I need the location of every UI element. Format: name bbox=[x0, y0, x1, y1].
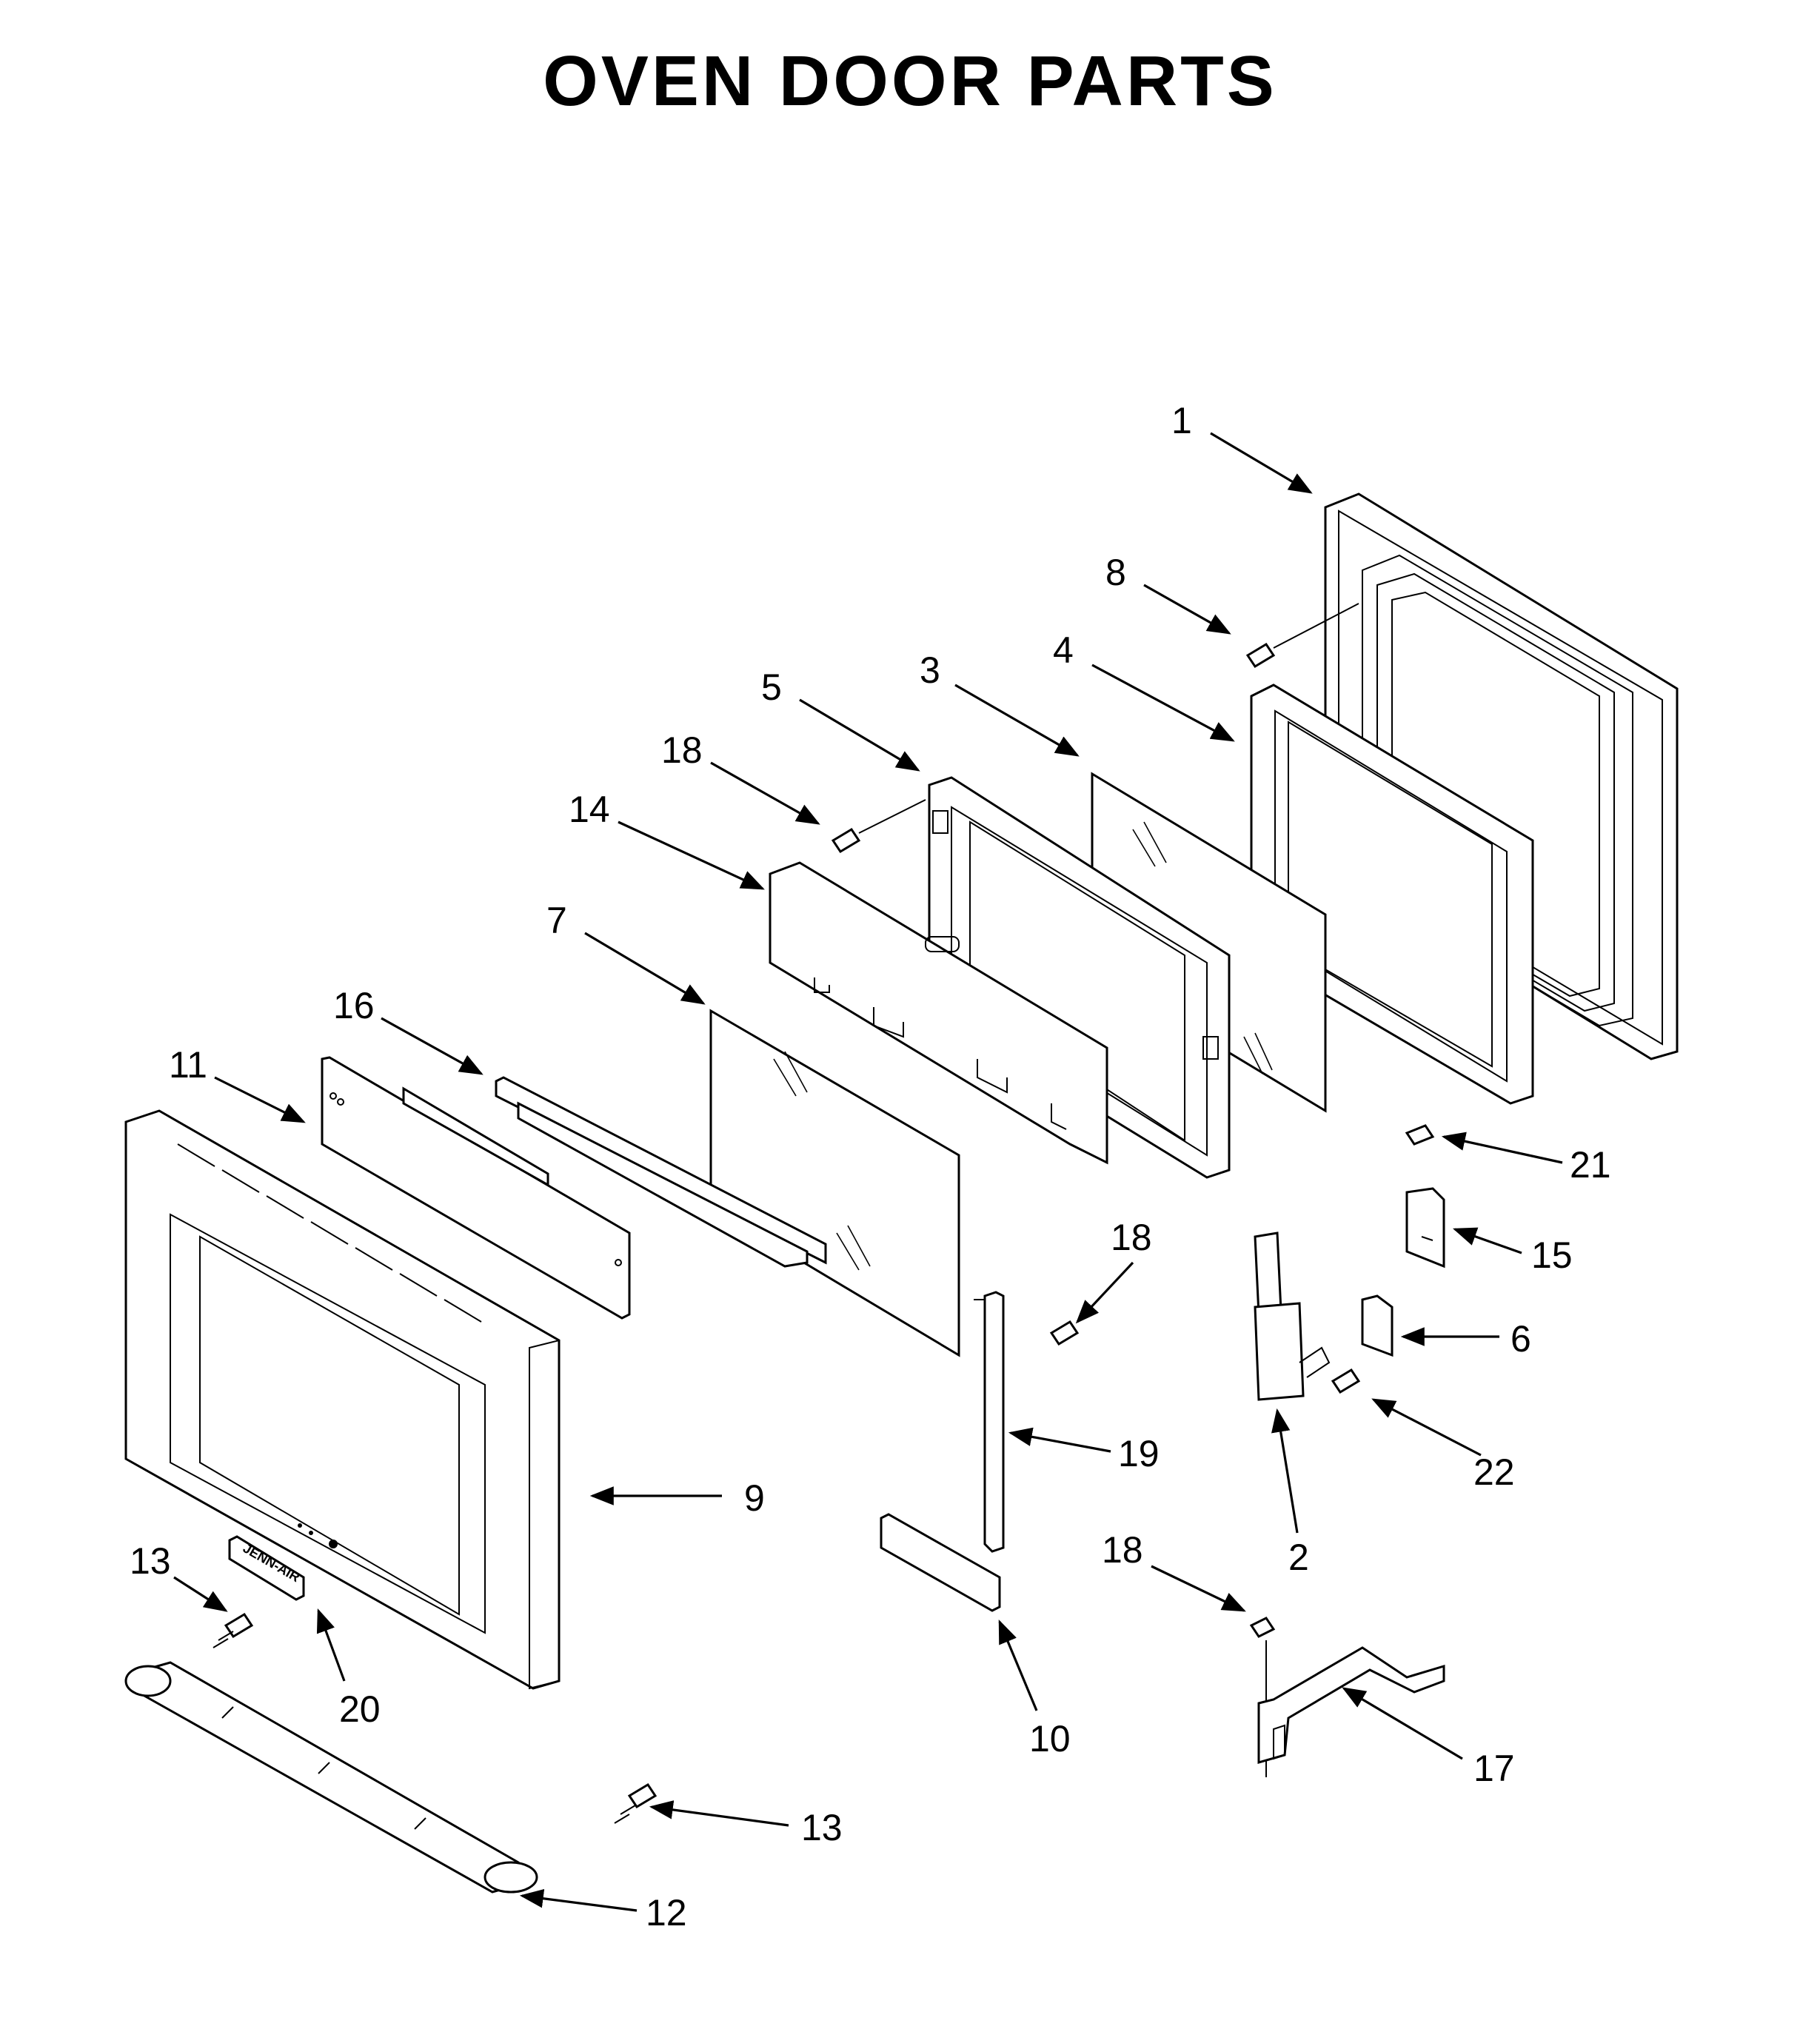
callout-15: 15 bbox=[1531, 1234, 1573, 1276]
part-18-screw-upper bbox=[831, 799, 926, 854]
part-6-bracket bbox=[1361, 1294, 1394, 1357]
callout-20: 20 bbox=[339, 1688, 381, 1730]
part-19-vertical-bracket bbox=[974, 1291, 1005, 1553]
part-7-outer-glass bbox=[709, 1009, 960, 1357]
callout-18-middle: 18 bbox=[1111, 1217, 1152, 1258]
part-9-outer-door-panel bbox=[124, 1109, 561, 1690]
callout-9: 9 bbox=[744, 1477, 765, 1519]
callout-13-upper: 13 bbox=[130, 1540, 171, 1582]
callout-labels: 1 8 3 4 5 18 14 7 16 11 21 15 18 6 19 22… bbox=[130, 400, 1611, 1934]
part-12-door-handle bbox=[124, 1661, 538, 1894]
part-8-screw bbox=[1245, 603, 1359, 669]
part-14-heat-shield bbox=[769, 861, 1108, 1165]
callout-2: 2 bbox=[1288, 1537, 1309, 1578]
callout-7: 7 bbox=[546, 900, 567, 941]
callout-5: 5 bbox=[761, 666, 782, 708]
part-2-hinge bbox=[1254, 1231, 1331, 1401]
callout-21: 21 bbox=[1570, 1144, 1611, 1186]
callout-19: 19 bbox=[1118, 1433, 1160, 1474]
part-13-screw-upper bbox=[213, 1612, 254, 1648]
part-11-vent-panel bbox=[321, 1056, 631, 1320]
part-10-bracket bbox=[880, 1513, 1001, 1612]
callout-6: 6 bbox=[1510, 1318, 1531, 1360]
part-16-channel bbox=[495, 1076, 827, 1268]
part-15-clip bbox=[1405, 1187, 1445, 1269]
callout-8: 8 bbox=[1105, 552, 1126, 593]
part-13-screw-lower bbox=[614, 1782, 658, 1824]
callout-16: 16 bbox=[333, 985, 375, 1026]
callout-22: 22 bbox=[1473, 1451, 1515, 1493]
part-17-support bbox=[1257, 1646, 1445, 1764]
callout-1: 1 bbox=[1171, 400, 1192, 441]
part-18-screw-middle bbox=[1049, 1320, 1080, 1346]
callout-12: 12 bbox=[646, 1892, 687, 1934]
callout-14: 14 bbox=[569, 789, 610, 830]
page-title: OVEN DOOR PARTS bbox=[543, 41, 1277, 121]
callout-4: 4 bbox=[1053, 629, 1074, 671]
callout-18-upper: 18 bbox=[661, 729, 703, 771]
leader-arrows bbox=[173, 432, 1563, 1912]
callout-18-lower: 18 bbox=[1102, 1529, 1143, 1571]
part-21-screw bbox=[1405, 1124, 1435, 1146]
callout-17: 17 bbox=[1473, 1748, 1515, 1789]
callout-10: 10 bbox=[1029, 1718, 1071, 1759]
callout-3: 3 bbox=[920, 649, 940, 691]
part-22-screw bbox=[1331, 1368, 1361, 1394]
callout-11: 11 bbox=[169, 1044, 207, 1086]
callout-13-lower: 13 bbox=[801, 1807, 843, 1848]
